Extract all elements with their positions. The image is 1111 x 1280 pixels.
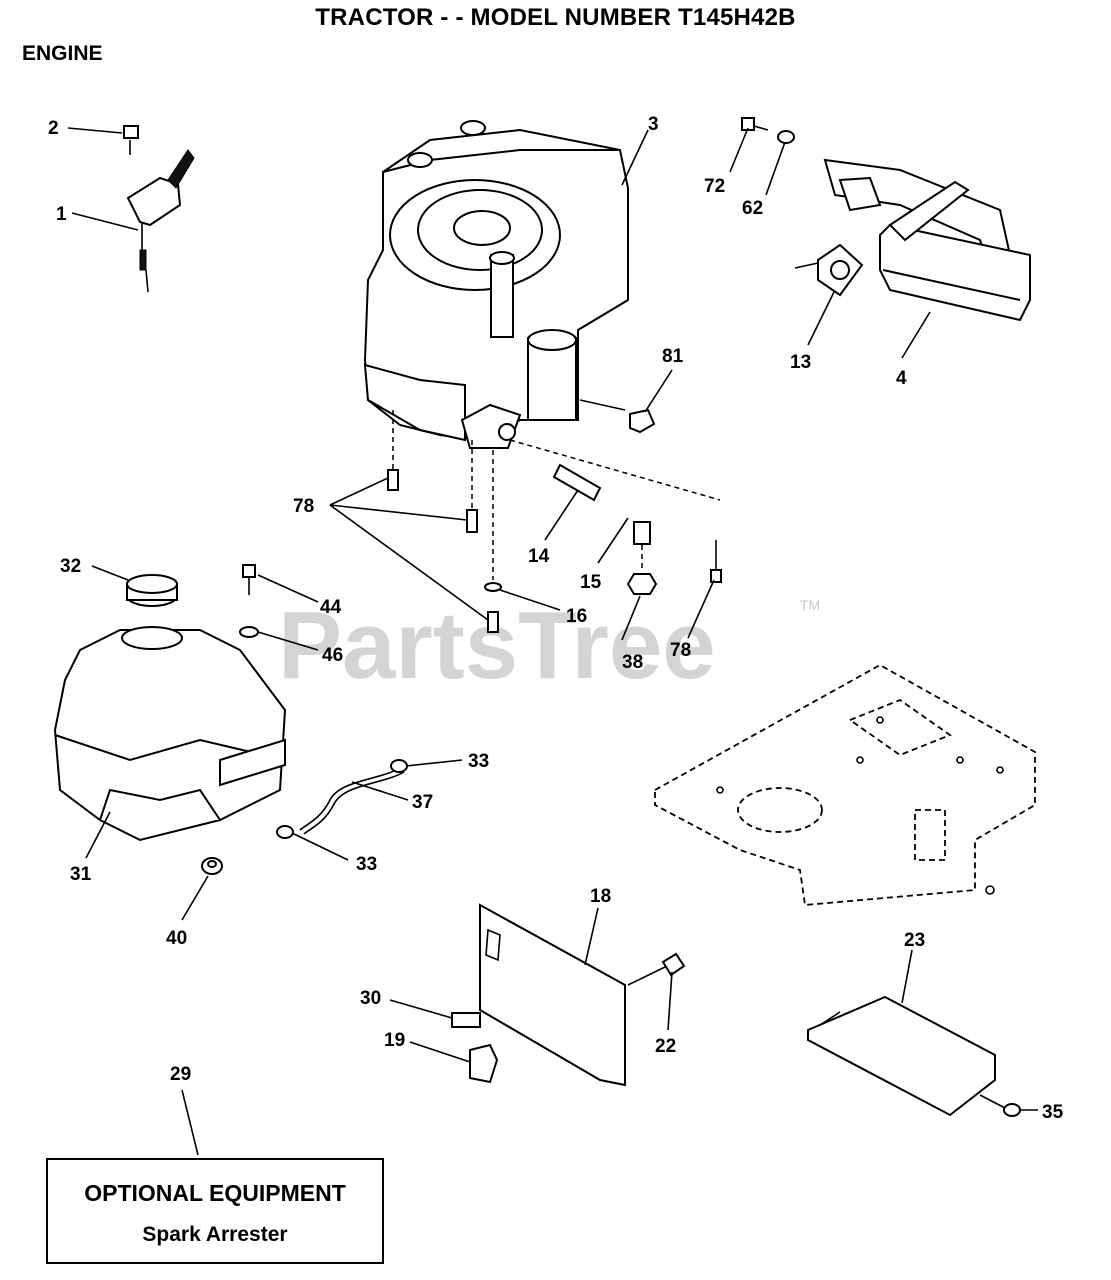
callout-38: 38 bbox=[622, 652, 643, 673]
callout-33-bottom: 33 bbox=[356, 854, 377, 875]
callout-37: 37 bbox=[412, 792, 433, 813]
callout-33-top: 33 bbox=[468, 751, 489, 772]
fuel-fittings-part bbox=[509, 408, 722, 595]
callout-14: 14 bbox=[528, 546, 550, 567]
optional-equipment-title: OPTIONAL EQUIPMENT bbox=[84, 1180, 346, 1206]
callout-2: 2 bbox=[48, 118, 59, 139]
fuel-line-part bbox=[201, 759, 408, 875]
callout-labels: 1 2 3 72 62 13 4 81 78 14 15 16 38 78 32… bbox=[48, 114, 1064, 1123]
callout-46: 46 bbox=[322, 645, 343, 666]
watermark-tm: TM bbox=[800, 597, 820, 613]
callout-78-left: 78 bbox=[293, 496, 314, 517]
section-label: ENGINE bbox=[22, 42, 103, 65]
callout-23: 23 bbox=[904, 930, 925, 951]
callout-62: 62 bbox=[742, 198, 763, 219]
callout-13: 13 bbox=[790, 352, 811, 373]
callout-22: 22 bbox=[655, 1036, 676, 1057]
callout-31: 31 bbox=[70, 864, 92, 885]
callout-1: 1 bbox=[56, 204, 67, 225]
muffler-part bbox=[741, 117, 1031, 322]
page-title: TRACTOR - - MODEL NUMBER T145H42B bbox=[315, 4, 796, 31]
callout-72: 72 bbox=[704, 176, 725, 197]
callout-30: 30 bbox=[360, 988, 381, 1009]
side-panel-part bbox=[451, 903, 686, 1087]
callout-19: 19 bbox=[384, 1030, 405, 1051]
leader-lines bbox=[67, 127, 1038, 1156]
optional-equipment-box: OPTIONAL EQUIPMENT Spark Arrester bbox=[46, 1158, 384, 1264]
callout-18: 18 bbox=[590, 886, 611, 907]
callout-15: 15 bbox=[580, 572, 602, 593]
callout-4: 4 bbox=[896, 368, 907, 389]
callout-16: 16 bbox=[566, 606, 587, 627]
engine-part bbox=[363, 120, 629, 449]
engine-bolts-part bbox=[387, 410, 502, 633]
spark-arrester-label: Spark Arrester bbox=[142, 1223, 288, 1246]
callout-81: 81 bbox=[662, 346, 684, 367]
callout-3: 3 bbox=[648, 114, 659, 135]
heat-shield-part bbox=[807, 995, 1021, 1117]
watermark-text: PartsTree bbox=[278, 592, 716, 699]
callout-78-right: 78 bbox=[670, 640, 691, 661]
callout-29: 29 bbox=[170, 1064, 191, 1085]
frame-part bbox=[654, 663, 1036, 906]
callout-35: 35 bbox=[1042, 1102, 1064, 1123]
callout-44: 44 bbox=[320, 597, 342, 618]
throttle-bracket-part bbox=[123, 125, 195, 293]
callout-40: 40 bbox=[166, 928, 187, 949]
callout-32: 32 bbox=[60, 556, 81, 577]
fuel-tank-part bbox=[53, 564, 287, 842]
